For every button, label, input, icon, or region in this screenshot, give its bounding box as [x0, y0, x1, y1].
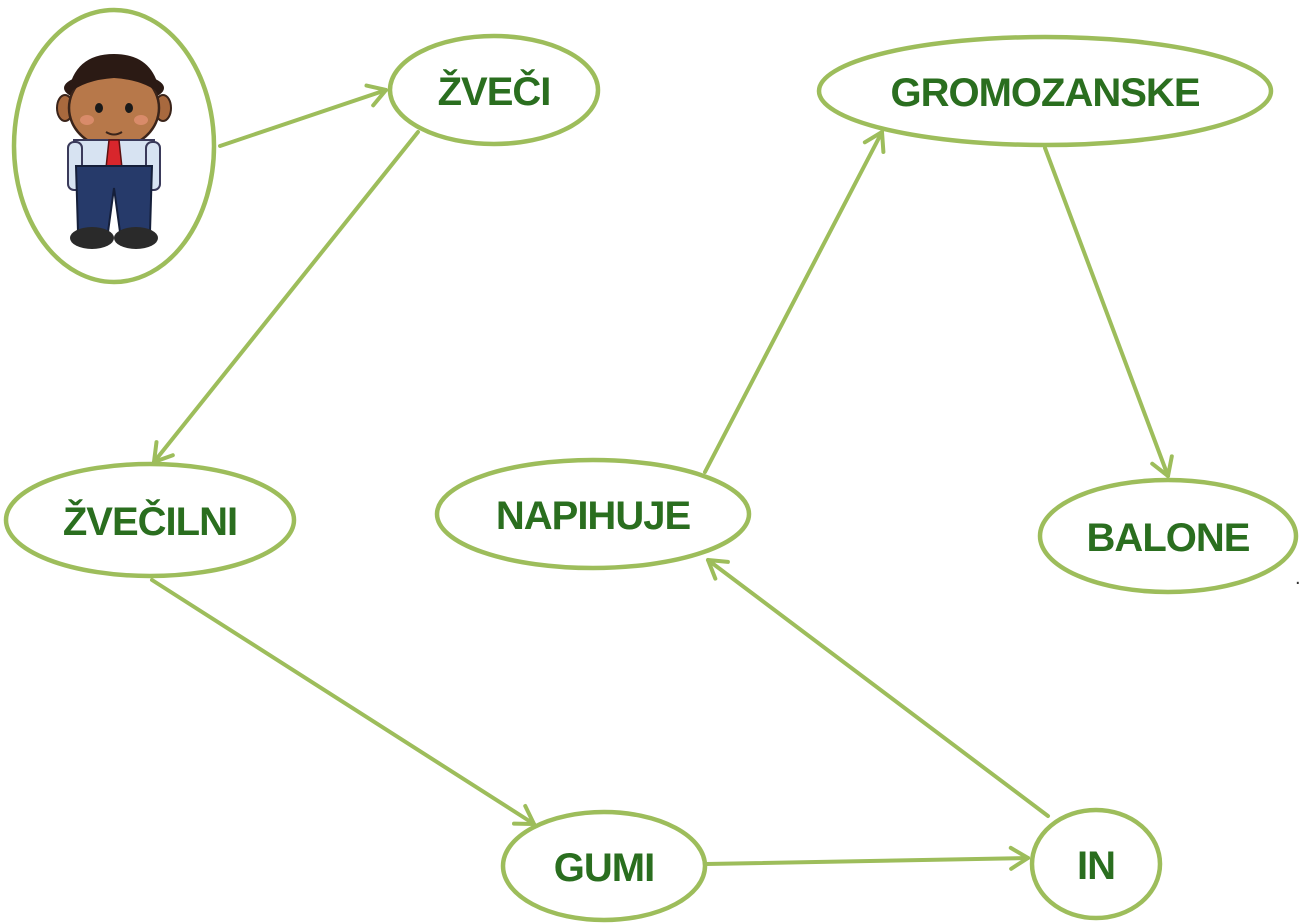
node-label-balone: BALONE [1087, 516, 1250, 560]
node-ellipse-gromozanske [816, 34, 1274, 148]
arrow-head-icon [862, 130, 886, 154]
arrow-napihuje-gromozanske [703, 130, 886, 474]
arrow-person-zveci [218, 83, 388, 148]
node-in: IN [1029, 807, 1163, 921]
node-zvecilni: ŽVEČILNI [3, 461, 297, 579]
node-ellipse-zveci [387, 33, 601, 147]
node-label-in: IN [1077, 844, 1115, 888]
arrow-head-icon [1150, 454, 1174, 478]
node-ellipse-napihuje [434, 457, 752, 571]
arrow-head-icon [706, 558, 730, 581]
edges-layer [150, 83, 1174, 871]
nodes-layer: ŽVEČI ŽVEČILNI GUMI IN NAPIHUJE GROMOZANSKE BA… [3, 7, 1299, 923]
arrow-head-icon [512, 804, 536, 826]
arrow-in-napihuje [706, 558, 1050, 818]
node-gromozanske: GROMOZANSKE [816, 34, 1274, 148]
arrow-head-icon [364, 83, 388, 108]
node-label-napihuje: NAPIHUJE [496, 494, 691, 538]
arrow-gumi-in [704, 845, 1030, 871]
node-ellipse-zvecilni [3, 461, 297, 579]
arrow-zvecilni-gumi [150, 578, 536, 826]
node-balone: BALONE [1037, 477, 1299, 595]
node-label-gromozanske: GROMOZANSKE [891, 71, 1200, 115]
arrow-gromozanske-balone [1043, 146, 1174, 478]
node-ellipse-balone [1037, 477, 1299, 595]
node-ellipse-gumi [500, 809, 708, 923]
node-ellipse-in [1029, 807, 1163, 921]
arrow-line [218, 88, 388, 148]
arrow-line [706, 558, 1050, 818]
node-napihuje: NAPIHUJE [434, 457, 752, 571]
node-label-gumi: GUMI [554, 846, 654, 890]
arrow-line [1043, 146, 1170, 478]
arrow-head-icon [1008, 845, 1030, 871]
arrow-line [150, 578, 536, 826]
node-label-zvecilni: ŽVEČILNI [63, 498, 237, 544]
boy-in-tie-icon [56, 54, 172, 249]
node-zveci: ŽVEČI [387, 33, 601, 147]
arrow-line [704, 856, 1030, 866]
arrow-line [152, 130, 420, 464]
node-label-zveci: ŽVEČI [438, 68, 551, 114]
end-period-mark: . [1295, 567, 1301, 589]
node-gumi: GUMI [500, 809, 708, 923]
arrow-line [703, 130, 884, 474]
